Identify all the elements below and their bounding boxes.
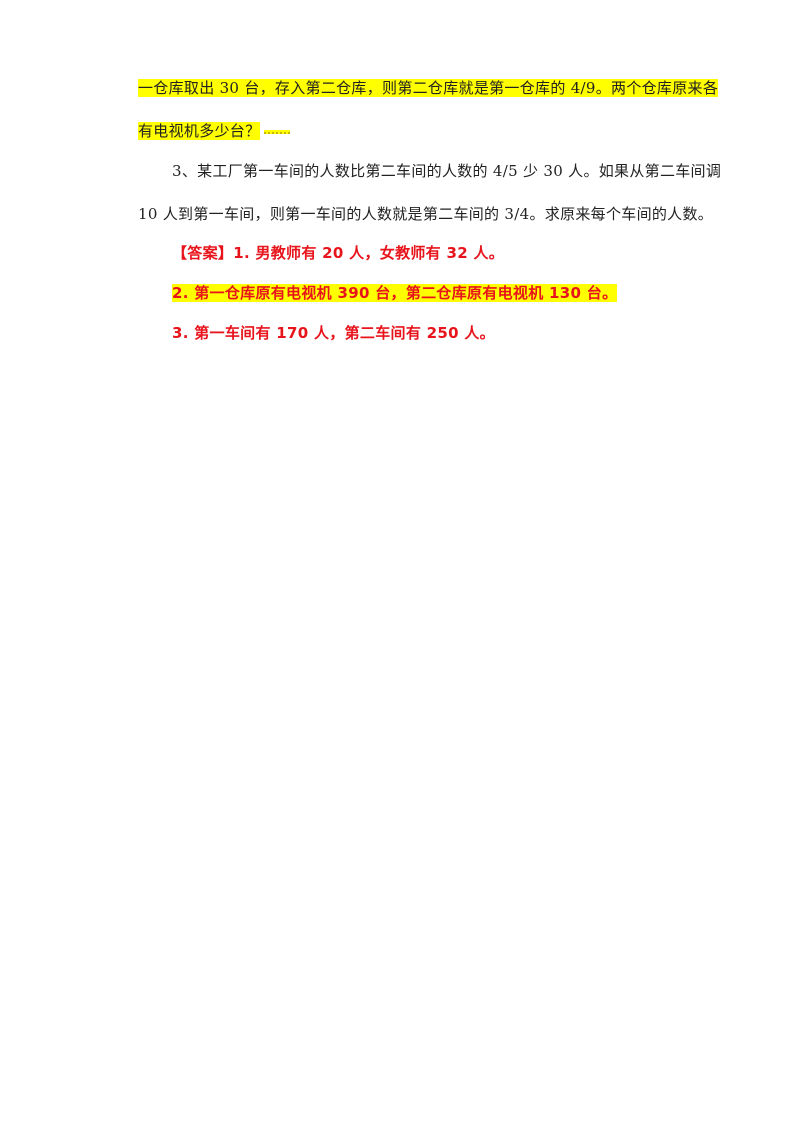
highlight-dots — [264, 130, 291, 134]
problem-2-line-2: 有电视机多少台？ — [138, 120, 291, 142]
problem-3-text-2: 10 人到第一车间，则第一车间的人数就是第二车间的 3/4。求原来每个车间的人数… — [138, 205, 714, 223]
problem-3-text-1: 3、某工厂第一车间的人数比第二车间的人数的 4/5 少 30 人。如果从第二车间… — [172, 162, 722, 180]
answer-1-text: 1. 男教师有 20 人，女教师有 32 人。 — [233, 244, 505, 262]
answer-3-text: 3. 第一车间有 170 人，第二车间有 250 人。 — [172, 324, 495, 342]
problem-2-line-1: 一仓库取出 30 台，存入第二仓库，则第二仓库就是第一仓库的 4/9。两个仓库原… — [138, 77, 719, 99]
problem-3-line-1: 3、某工厂第一车间的人数比第二车间的人数的 4/5 少 30 人。如果从第二车间… — [172, 160, 721, 182]
problem-2-text-2: 有电视机多少台？ — [138, 122, 261, 140]
problem-2-text-1: 一仓库取出 30 台，存入第二仓库，则第二仓库就是第一仓库的 4/9。两个仓库原… — [138, 79, 719, 97]
answer-1-line: 【答案】1. 男教师有 20 人，女教师有 32 人。 — [172, 242, 504, 264]
problem-3-line-2: 10 人到第一车间，则第一车间的人数就是第二车间的 3/4。求原来每个车间的人数… — [138, 203, 713, 225]
answer-2-line: 2. 第一仓库原有电视机 390 台，第二仓库原有电视机 130 台。 — [172, 282, 618, 304]
answer-2-text: 2. 第一仓库原有电视机 390 台，第二仓库原有电视机 130 台。 — [172, 284, 618, 302]
answer-3-line: 3. 第一车间有 170 人，第二车间有 250 人。 — [172, 322, 495, 344]
answer-label: 【答案】 — [172, 244, 234, 262]
